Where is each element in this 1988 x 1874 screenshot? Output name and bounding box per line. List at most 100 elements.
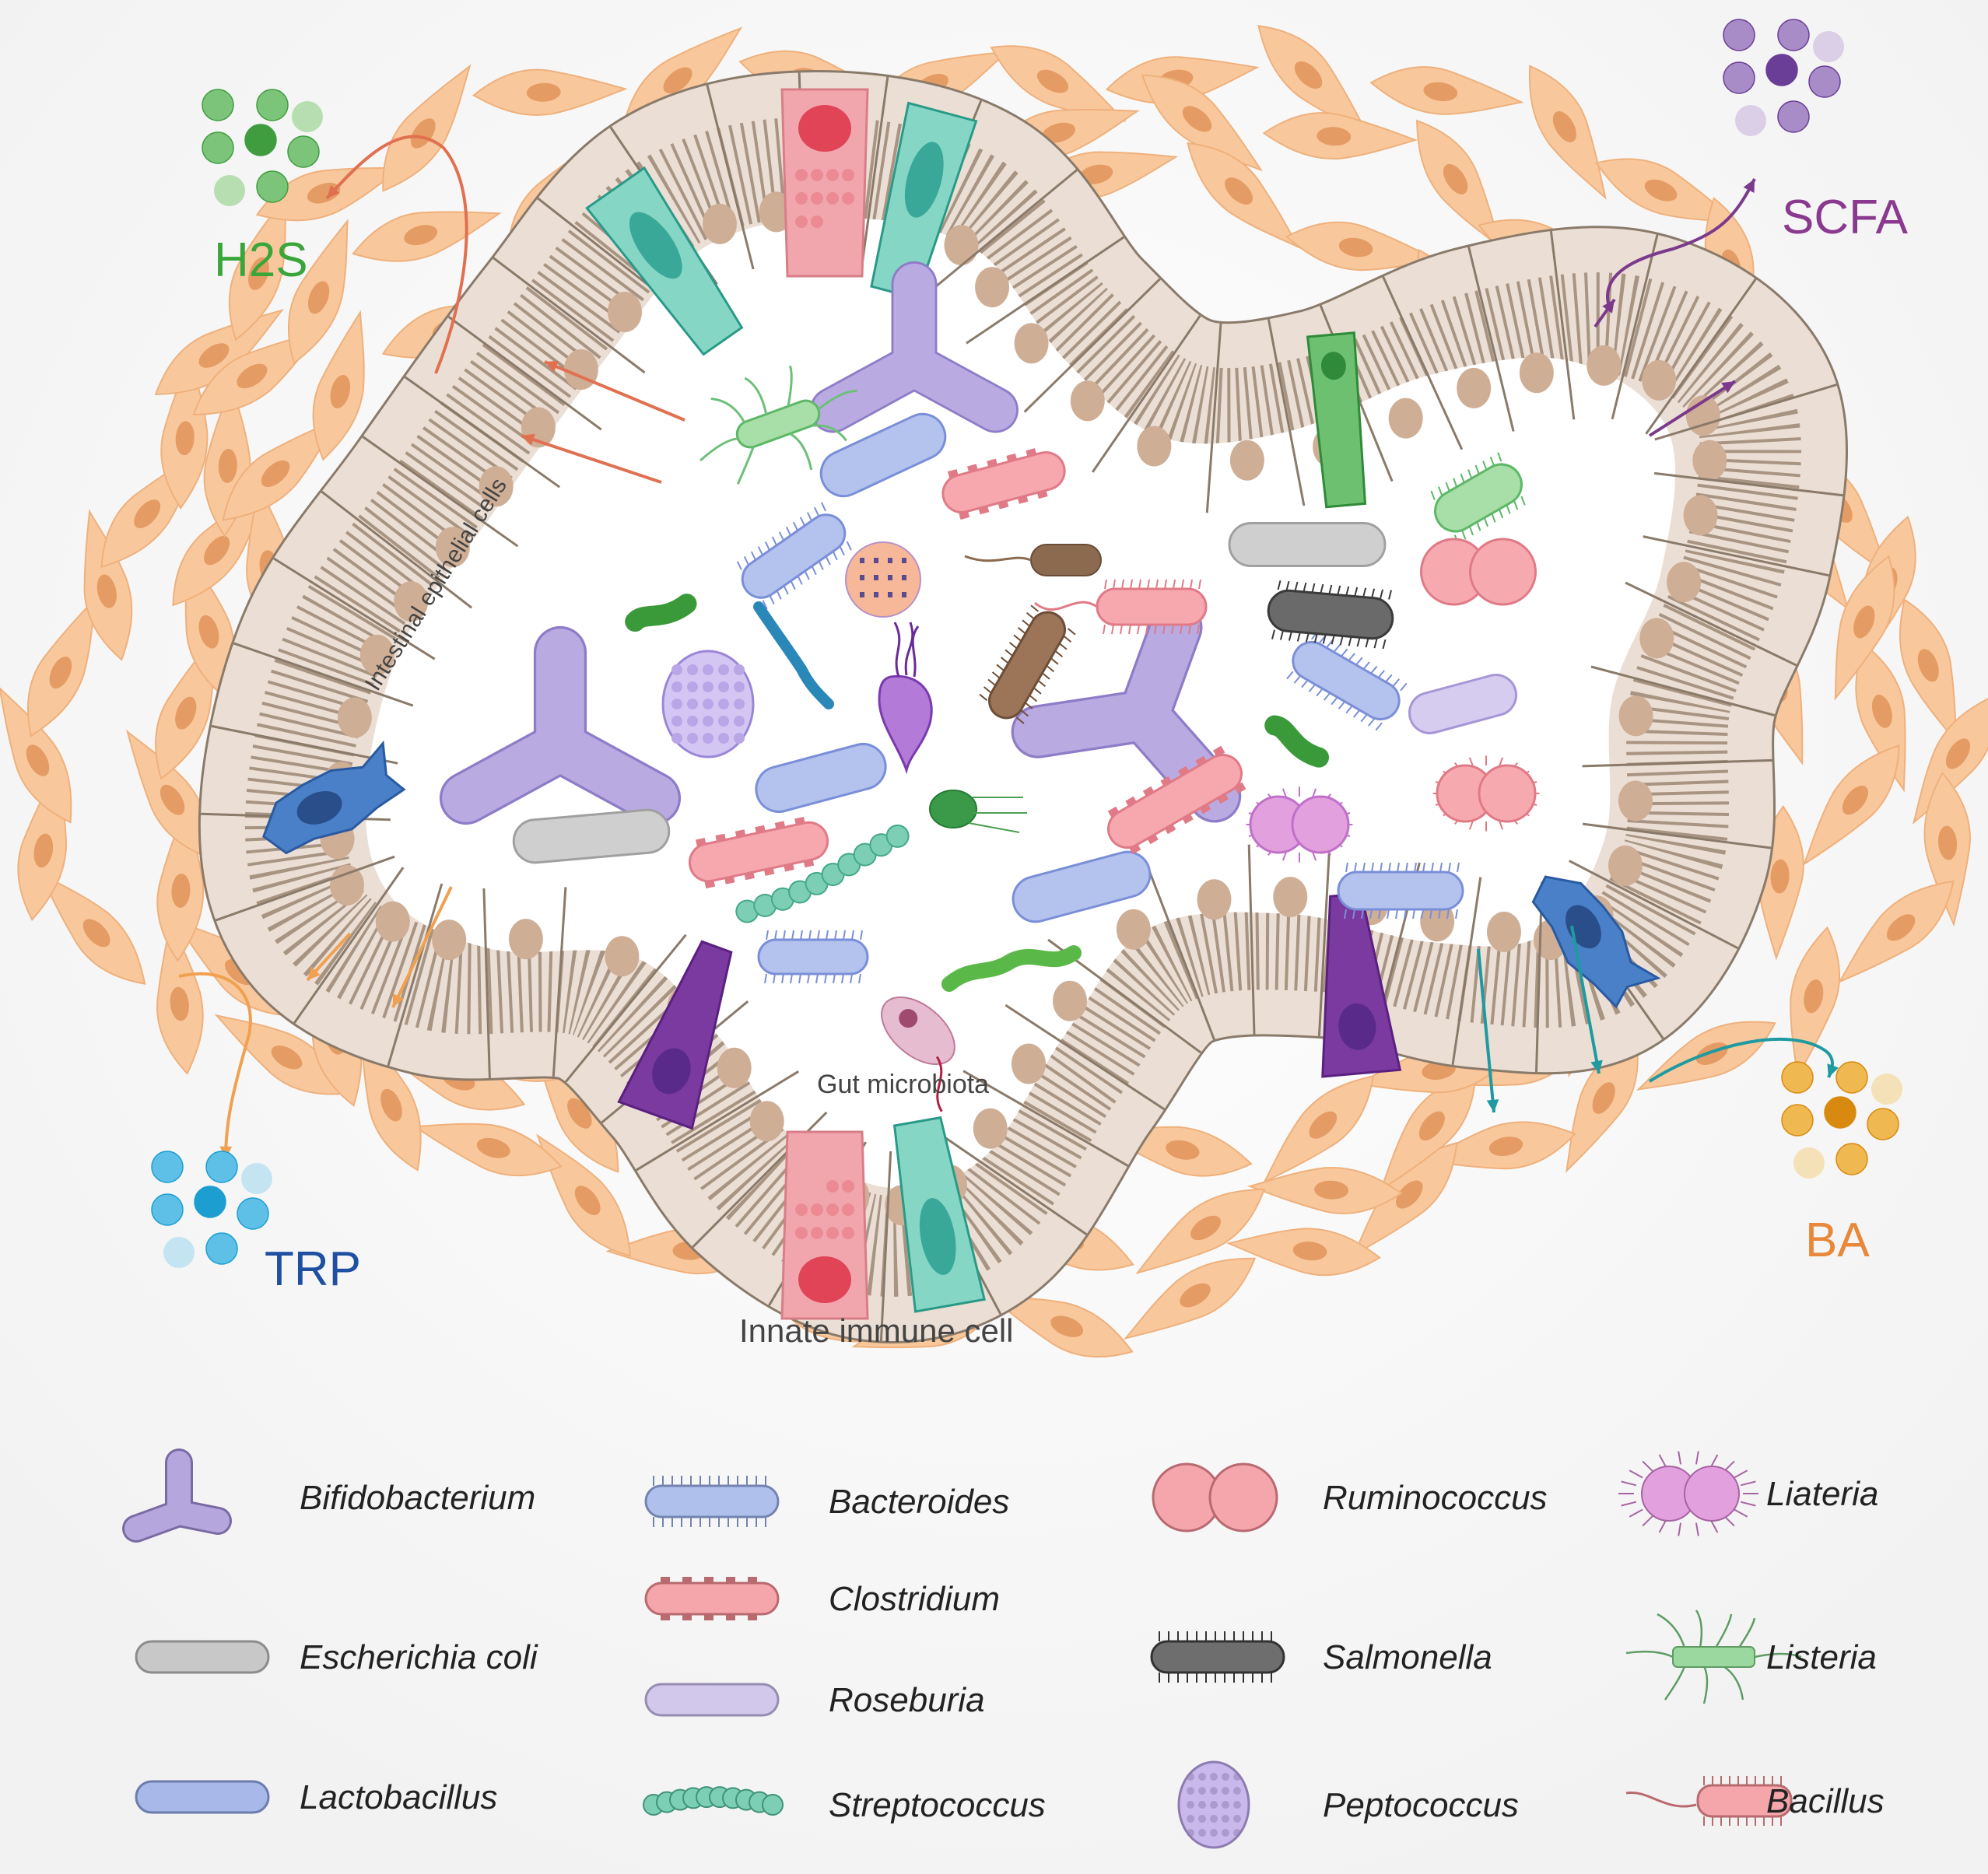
fimbria <box>1445 482 1450 492</box>
flagellum <box>1695 1610 1703 1648</box>
molecule-dot <box>287 135 320 168</box>
epithelial-nucleus <box>1618 695 1653 737</box>
fimbria <box>1046 664 1055 673</box>
epithelial-nucleus <box>1457 367 1492 408</box>
trp-release-arrow <box>178 972 252 1160</box>
fibroblast-nucleus <box>198 343 230 368</box>
fimbria <box>1138 579 1141 590</box>
fimbria <box>1286 671 1294 680</box>
fibroblast-cell <box>83 509 133 661</box>
fimbria <box>757 546 763 556</box>
spike <box>1710 1520 1719 1533</box>
fimbria <box>826 930 829 941</box>
fimbria <box>1371 862 1374 873</box>
fimbria <box>1037 679 1047 688</box>
legend-label: Roseburia <box>829 1681 985 1719</box>
legend-label: Lactobacillus <box>300 1778 497 1816</box>
gut-lumen <box>439 261 1540 1112</box>
mucin-granule <box>811 192 823 205</box>
rod-icon <box>644 1683 780 1717</box>
fimbria <box>1355 657 1363 666</box>
mucin-granule <box>811 1203 823 1216</box>
fimbria <box>1164 579 1167 590</box>
fibroblast-nucleus <box>574 1186 601 1216</box>
ba-release-arrow <box>1648 1037 1834 1083</box>
fibroblast-nucleus <box>1770 859 1790 894</box>
fibroblast-nucleus <box>1338 237 1373 257</box>
fimbria <box>1033 687 1042 695</box>
surface-pattern <box>1187 1815 1194 1823</box>
epithelial-nucleus <box>1116 909 1151 950</box>
fimbria <box>798 973 801 984</box>
fimbria <box>1520 496 1526 506</box>
fimbria <box>1489 456 1495 466</box>
fimbria <box>851 930 854 941</box>
epithelial-cell-boundary <box>387 883 444 1067</box>
fibroblast-nucleus <box>1395 1180 1423 1209</box>
legend-label: Peptococcus <box>1323 1786 1519 1824</box>
surface-pattern <box>718 699 729 709</box>
epithelial-cell-boundary <box>1382 276 1464 450</box>
fimbria <box>811 566 817 576</box>
epithelial-cell-boundary <box>321 490 473 609</box>
spike <box>1642 1515 1653 1527</box>
fimbria <box>1421 909 1424 919</box>
endocrine-nucleus <box>919 1198 956 1275</box>
surface-pattern <box>1222 1829 1229 1837</box>
fimbria <box>1173 579 1176 590</box>
epithelial-cell-boundary <box>706 84 755 270</box>
knob <box>748 1613 757 1620</box>
fimbria <box>1128 624 1131 635</box>
mucin-granule <box>795 169 808 181</box>
fimbria <box>1104 579 1107 590</box>
ba-arrow <box>1570 925 1601 1074</box>
fimbria <box>1369 909 1373 919</box>
scfa-release-arrow <box>1606 178 1756 312</box>
fibroblast-nucleus <box>1042 122 1076 143</box>
surface-pattern <box>718 664 729 675</box>
epithelial-cell-boundary <box>1267 319 1306 506</box>
cell-body <box>757 938 869 976</box>
fimbria <box>1111 624 1114 635</box>
protozoan-flagella <box>893 622 920 678</box>
fimbria <box>1429 909 1432 919</box>
legend-label: Salmonella <box>1323 1638 1492 1676</box>
tuft-nucleus <box>1338 1003 1376 1050</box>
epithelial-cell-boundary <box>447 315 602 431</box>
cell-body <box>1434 463 1523 533</box>
icon-body <box>644 1484 780 1518</box>
surface-pattern <box>1198 1801 1206 1809</box>
fibroblast-nucleus <box>1552 110 1577 142</box>
inclusion <box>902 592 906 597</box>
fimbria <box>1198 579 1201 590</box>
bacteroides <box>757 930 869 984</box>
fimbria <box>1294 581 1299 592</box>
bacteroides <box>1286 631 1408 731</box>
fibroblast-nucleus <box>203 535 230 566</box>
listeria-flagellum <box>699 437 738 462</box>
knob <box>1212 745 1225 758</box>
dendritic-nucleus <box>296 791 342 825</box>
fibroblast-nucleus <box>307 281 330 314</box>
knob <box>1160 776 1173 788</box>
fimbria <box>839 546 845 555</box>
listeria-flagellum <box>736 447 755 485</box>
molecule-dot <box>292 101 323 132</box>
knob <box>704 1577 714 1585</box>
epithelial-nucleus <box>1692 440 1727 481</box>
epithelial-cell-boundary <box>1654 384 1837 441</box>
surface-pattern <box>1222 1815 1229 1823</box>
epithelial-nucleus <box>1273 877 1308 918</box>
fibroblast-cell <box>1834 555 1895 701</box>
fimbria <box>1058 643 1068 650</box>
bifidobacterium <box>810 261 1019 433</box>
h2s-release-arrow-head <box>327 184 340 198</box>
fimbria <box>792 521 798 531</box>
fibroblast-nucleus <box>218 448 237 483</box>
fibroblast-cell <box>26 596 96 737</box>
epithelial-cell-boundary <box>482 888 491 1079</box>
fibroblast-cell <box>1225 1228 1381 1277</box>
fimbria <box>1121 579 1124 590</box>
brown-bacterium <box>979 604 1076 724</box>
